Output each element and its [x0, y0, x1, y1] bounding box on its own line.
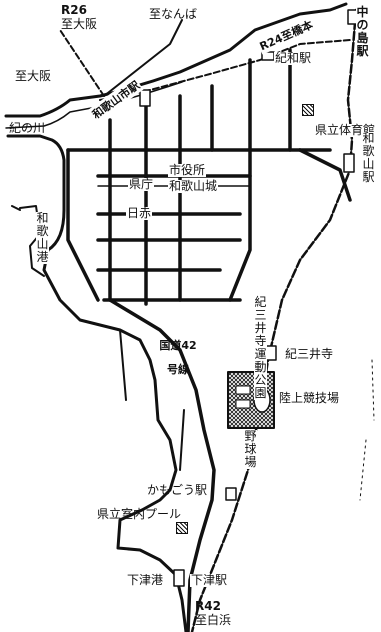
- national-road-42: [108, 298, 216, 632]
- station-marker-shimotsu: [173, 569, 185, 587]
- station-kamogo-label: かもごう駅: [147, 483, 208, 497]
- station-marker-kamogo: [225, 487, 237, 501]
- athletics-field-label: 陸上競技場: [278, 391, 341, 405]
- port-area: [11, 205, 45, 277]
- red-cross-label: 日赤: [126, 206, 153, 220]
- to-osaka-label: 至大阪: [15, 69, 52, 83]
- coastline: [4, 2, 348, 632]
- station-wakayama-label: 和歌山駅: [362, 131, 375, 184]
- station-shimotsu-label: 下津駅: [190, 573, 229, 587]
- railway-jr: [190, 8, 358, 632]
- route-r42-label: R42: [195, 599, 221, 613]
- station-kimiidera-label: 紀三井寺: [284, 347, 335, 361]
- station-marker-wakayamashi: [139, 89, 151, 107]
- to-osaka-r26-label: 至大阪: [61, 17, 98, 31]
- shimotsu-port-label: 下津港: [127, 573, 164, 587]
- station-nakanoshima-label: 中の島駅: [356, 5, 369, 58]
- station-marker-kimiidera: [265, 345, 277, 361]
- wakayama-port-label: 和歌山港: [36, 211, 49, 264]
- road-grid: [66, 48, 352, 306]
- national-road-42-label: 国道42号線: [159, 339, 197, 376]
- city-hall-label: 市役所: [168, 163, 207, 177]
- prefectural-pool-label: 県立室内プール: [97, 507, 182, 521]
- to-namba-label: 至なんば: [149, 7, 198, 21]
- station-kiwa-label: 紀和駅: [274, 51, 313, 65]
- kimiidera-park-label: 紀三井寺運動公園: [254, 295, 267, 400]
- railway-nankai: [59, 29, 105, 97]
- kinokawa-label: 紀の川: [9, 121, 46, 135]
- wakayama-castle-label: 和歌山城: [168, 179, 219, 193]
- to-shirahama-label: 至白浜: [195, 613, 232, 627]
- gym-marker: [302, 104, 314, 116]
- route-r26-label: R26: [61, 3, 87, 17]
- station-marker-wakayama: [343, 153, 355, 173]
- pool-marker: [176, 522, 188, 534]
- prefectural-gym-label: 県立体育館: [314, 123, 377, 137]
- baseball-field-label: 野球場: [244, 429, 257, 469]
- prefectural-office-label: 県庁: [128, 177, 155, 191]
